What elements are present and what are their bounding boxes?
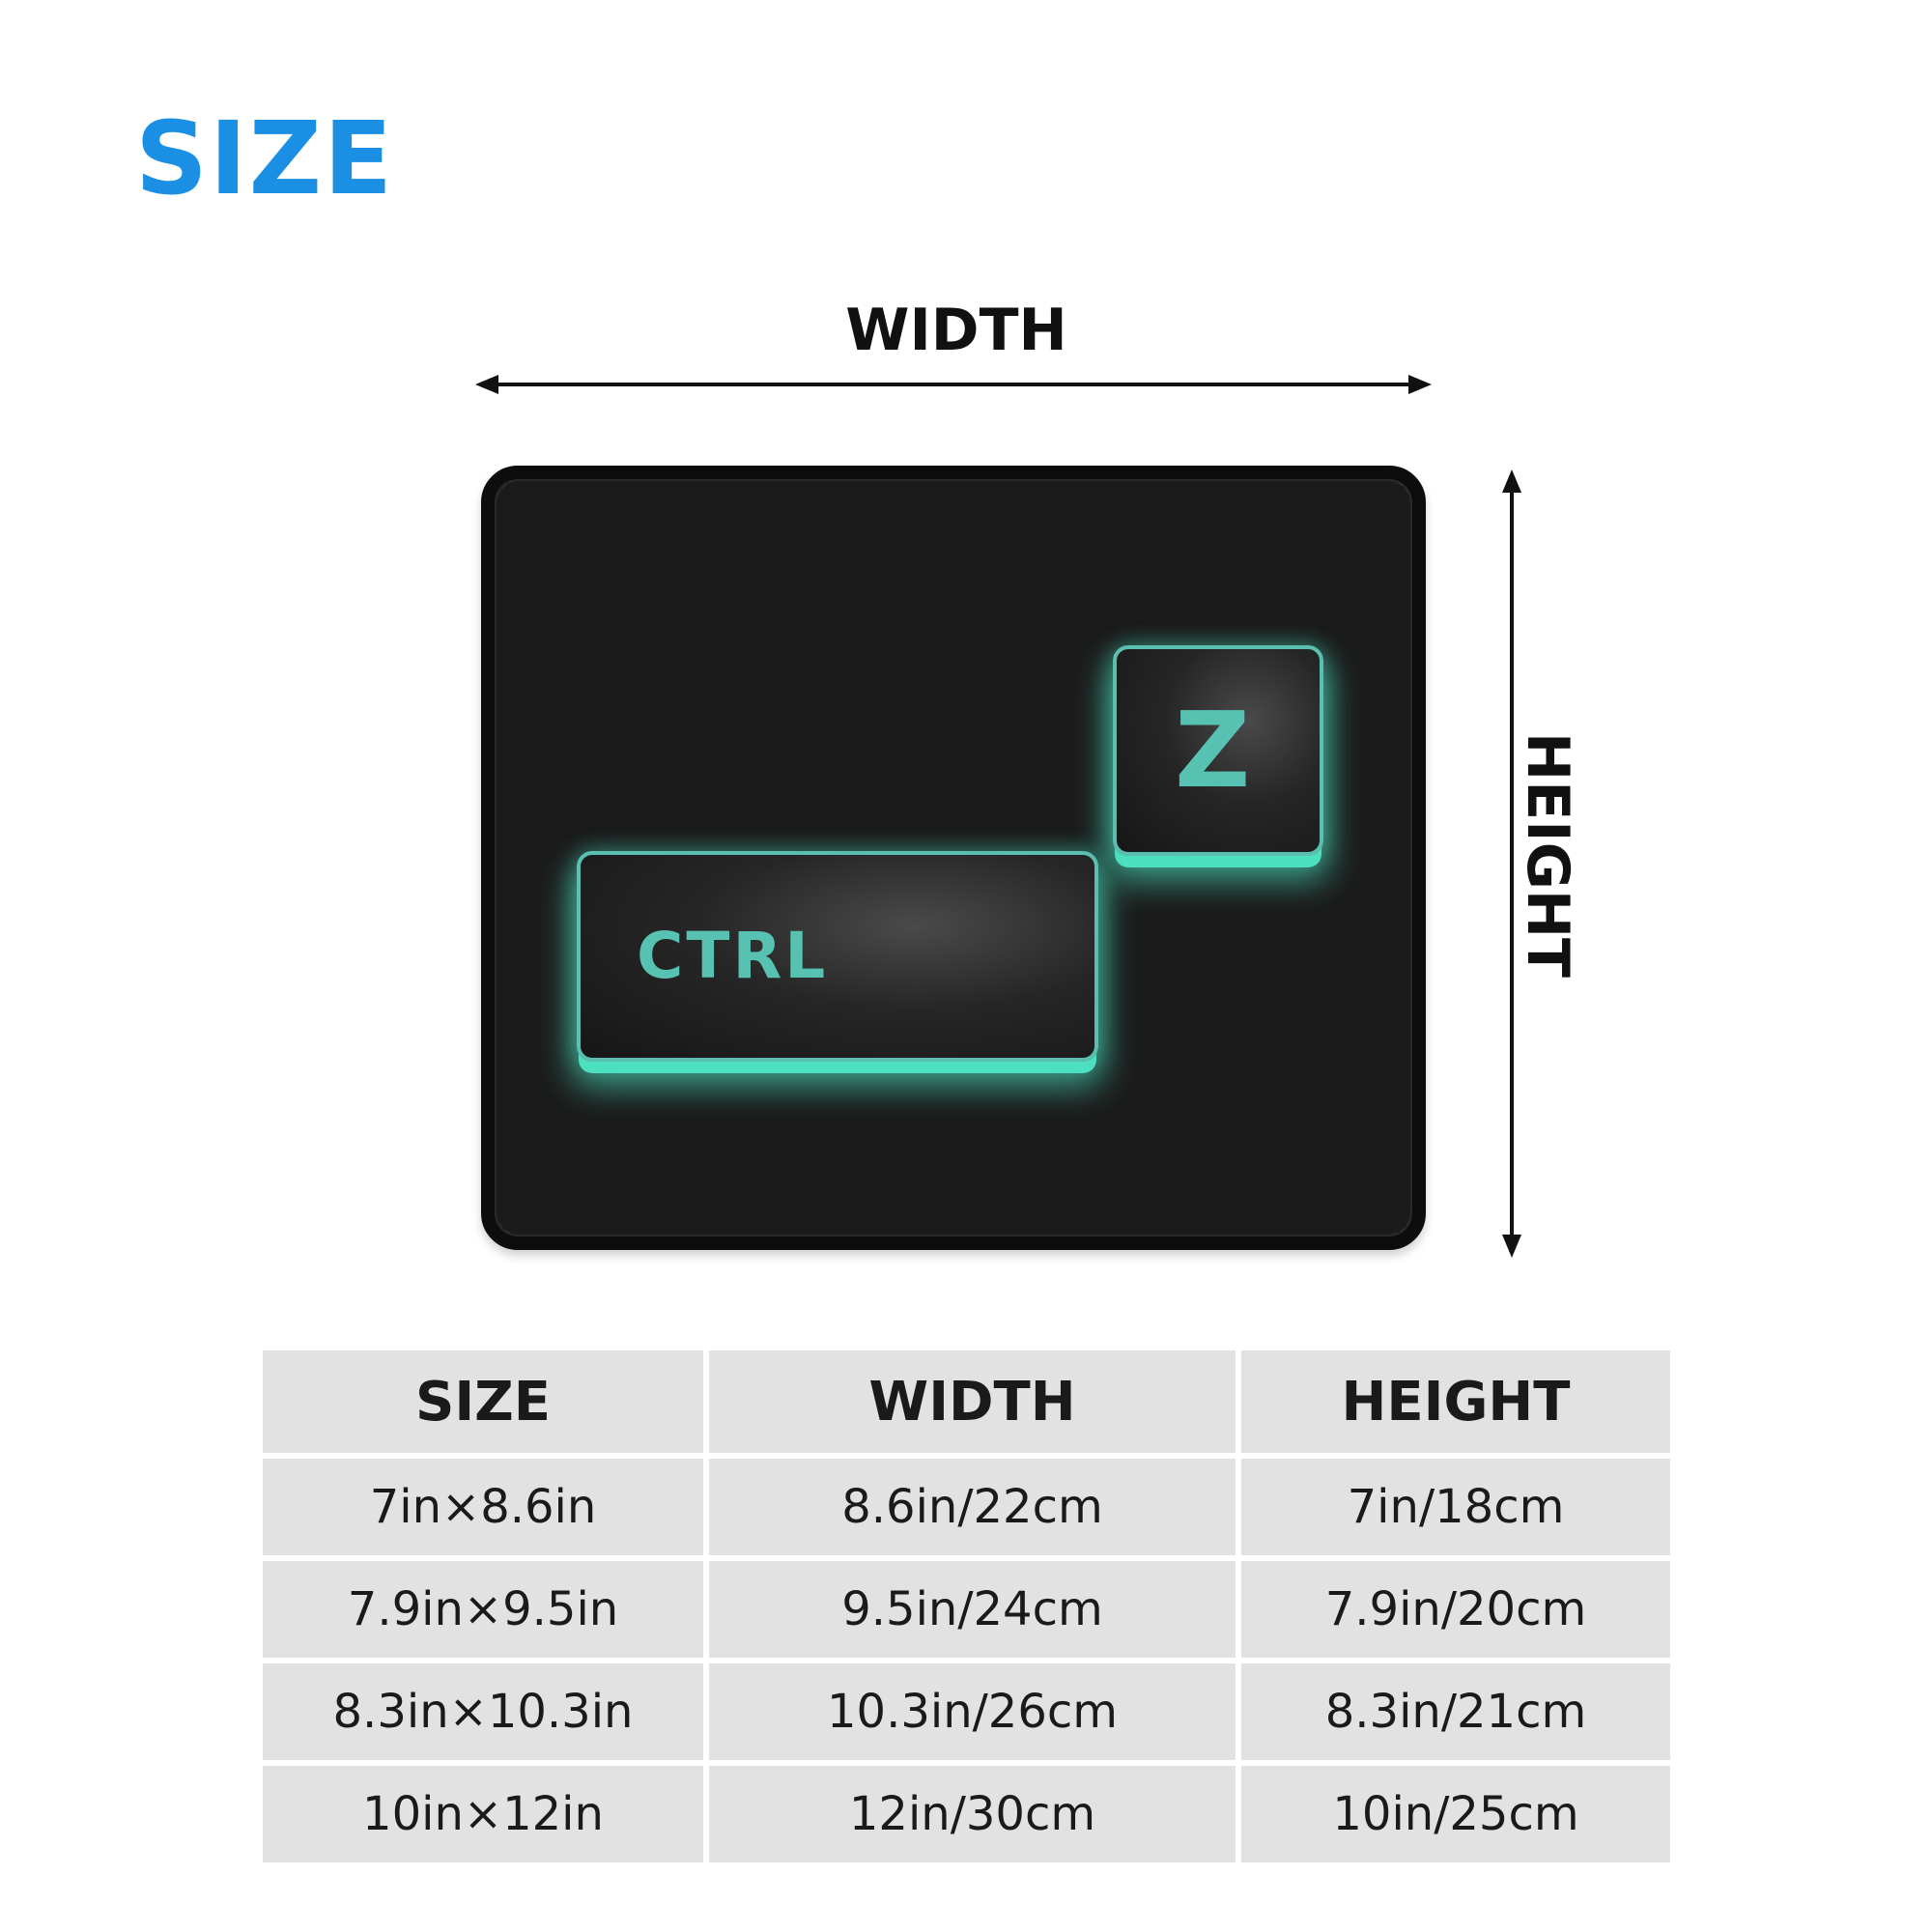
table-row: 7.9in×9.5in 9.5in/24cm 7.9in/20cm <box>263 1561 1670 1658</box>
header-size: SIZE <box>263 1350 703 1453</box>
cell-height: 7.9in/20cm <box>1241 1561 1670 1658</box>
cell-size: 7in×8.6in <box>263 1459 703 1555</box>
table-row: 10in×12in 12in/30cm 10in/25cm <box>263 1766 1670 1862</box>
width-arrow <box>475 375 1432 394</box>
width-label: WIDTH <box>845 297 1067 364</box>
cell-height: 7in/18cm <box>1241 1459 1670 1555</box>
table-header-row: SIZE WIDTH HEIGHT <box>263 1350 1670 1453</box>
ctrl-key-label: CTRL <box>637 919 829 993</box>
page-title: SIZE <box>135 99 395 217</box>
cell-height: 10in/25cm <box>1241 1766 1670 1862</box>
z-key-label: Z <box>1175 691 1251 811</box>
cell-width: 10.3in/26cm <box>709 1663 1236 1760</box>
ctrl-key: CTRL <box>577 851 1098 1062</box>
header-height: HEIGHT <box>1241 1350 1670 1453</box>
mouse-pad-image: Z CTRL <box>481 466 1426 1250</box>
header-width: WIDTH <box>709 1350 1236 1453</box>
z-key: Z <box>1113 645 1323 856</box>
cell-width: 12in/30cm <box>709 1766 1236 1862</box>
table-row: 8.3in×10.3in 10.3in/26cm 8.3in/21cm <box>263 1663 1670 1760</box>
cell-height: 8.3in/21cm <box>1241 1663 1670 1760</box>
size-table: SIZE WIDTH HEIGHT 7in×8.6in 8.6in/22cm 7… <box>257 1345 1676 1868</box>
cell-width: 9.5in/24cm <box>709 1561 1236 1658</box>
cell-size: 10in×12in <box>263 1766 703 1862</box>
cell-size: 7.9in×9.5in <box>263 1561 703 1658</box>
cell-size: 8.3in×10.3in <box>263 1663 703 1760</box>
cell-width: 8.6in/22cm <box>709 1459 1236 1555</box>
height-arrow <box>1502 469 1521 1258</box>
table-row: 7in×8.6in 8.6in/22cm 7in/18cm <box>263 1459 1670 1555</box>
